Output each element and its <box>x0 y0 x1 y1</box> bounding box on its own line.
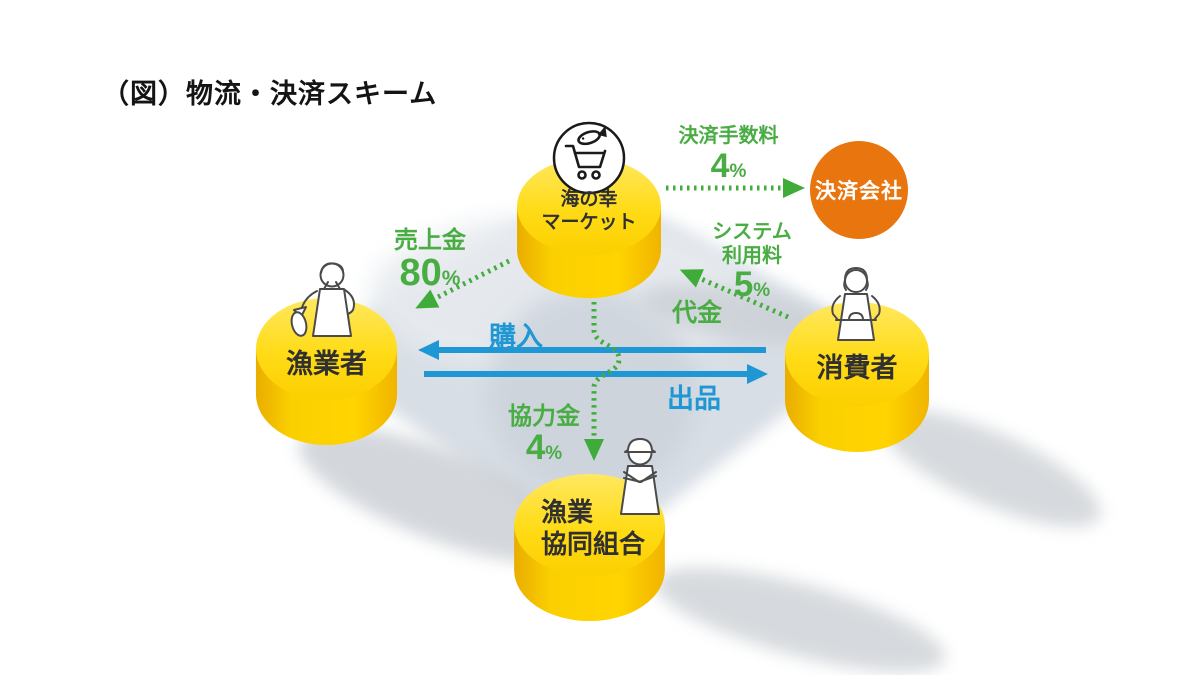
payment-fee-value: 4 <box>710 147 730 185</box>
coop-worker-person-icon <box>620 438 660 515</box>
market-label: 海の幸 マーケット <box>514 188 664 234</box>
market-cylinder <box>517 157 661 299</box>
node-payment-company: 決済会社 <box>810 141 908 239</box>
cooperation-fee-unit: % <box>545 443 563 464</box>
payment-fee-unit: % <box>729 161 747 182</box>
node-market: 海の幸 マーケット <box>514 121 664 301</box>
listing-label: 出品 <box>667 384 721 414</box>
sales-value: 80 <box>399 252 442 294</box>
market-label-line1: 海の幸 <box>560 189 618 210</box>
payment-fee-value-row: 4% <box>656 149 801 184</box>
sales-label: 売上金 80% <box>374 226 486 293</box>
sales-unit: % <box>441 267 461 290</box>
cooperative-shadow <box>654 567 946 673</box>
fish-cart-icon <box>552 121 626 195</box>
consumer-label: 消費者 <box>816 353 898 383</box>
cooperation-fee-value-row: 4% <box>496 428 592 468</box>
market-shadow <box>641 284 839 346</box>
purchase-label: 購入 <box>489 322 543 352</box>
system-fee-value-row: 5% <box>692 265 812 304</box>
payment-fee-title: 決済手数料 <box>678 125 779 147</box>
node-consumer: 消費者 <box>782 267 932 455</box>
system-fee-title-line2: 利用料 <box>722 245 782 267</box>
fisherman-label: 漁業者 <box>286 349 367 379</box>
cooperation-fee-title: 協力金 <box>508 403 580 430</box>
system-fee-unit: % <box>753 280 771 301</box>
node-cooperative: 漁業 協同組合 <box>511 438 668 624</box>
system-fee-value: 5 <box>733 265 754 304</box>
fisherman-person-icon <box>290 262 355 337</box>
market-label-line2: マーケット <box>541 212 637 233</box>
consumer-cylinder <box>785 302 929 452</box>
sales-title: 売上金 <box>394 227 466 254</box>
cooperative-cylinder <box>514 473 665 622</box>
cooperation-fee-value: 4 <box>525 428 546 467</box>
price-label: 代金 <box>672 299 723 327</box>
consumer-person-icon <box>831 267 881 341</box>
sales-value-row: 80% <box>374 252 486 294</box>
price-system-fee-arrow <box>679 269 790 320</box>
figure-title: （図）物流・決済スキーム <box>102 79 438 109</box>
cooperative-label-line2: 協同組合 <box>541 529 646 559</box>
cooperation-fee-arrow <box>584 288 622 461</box>
payment-company-label: 決済会社 <box>815 180 903 203</box>
consumer-shadow <box>879 409 1101 527</box>
cooperative-label: 漁業 協同組合 <box>541 496 645 560</box>
fisherman-shadow <box>299 426 581 564</box>
system-fee-title-line1: システム <box>712 221 792 243</box>
payment-fee-label: 決済手数料 4% <box>656 124 801 184</box>
cooperative-label-line1: 漁業 <box>541 497 594 527</box>
cooperation-fee-label: 協力金 4% <box>496 402 592 468</box>
system-fee-label: システム 利用料 5% <box>692 220 812 303</box>
sales-arrow <box>415 258 511 309</box>
node-fisherman: 漁業者 <box>253 262 400 448</box>
